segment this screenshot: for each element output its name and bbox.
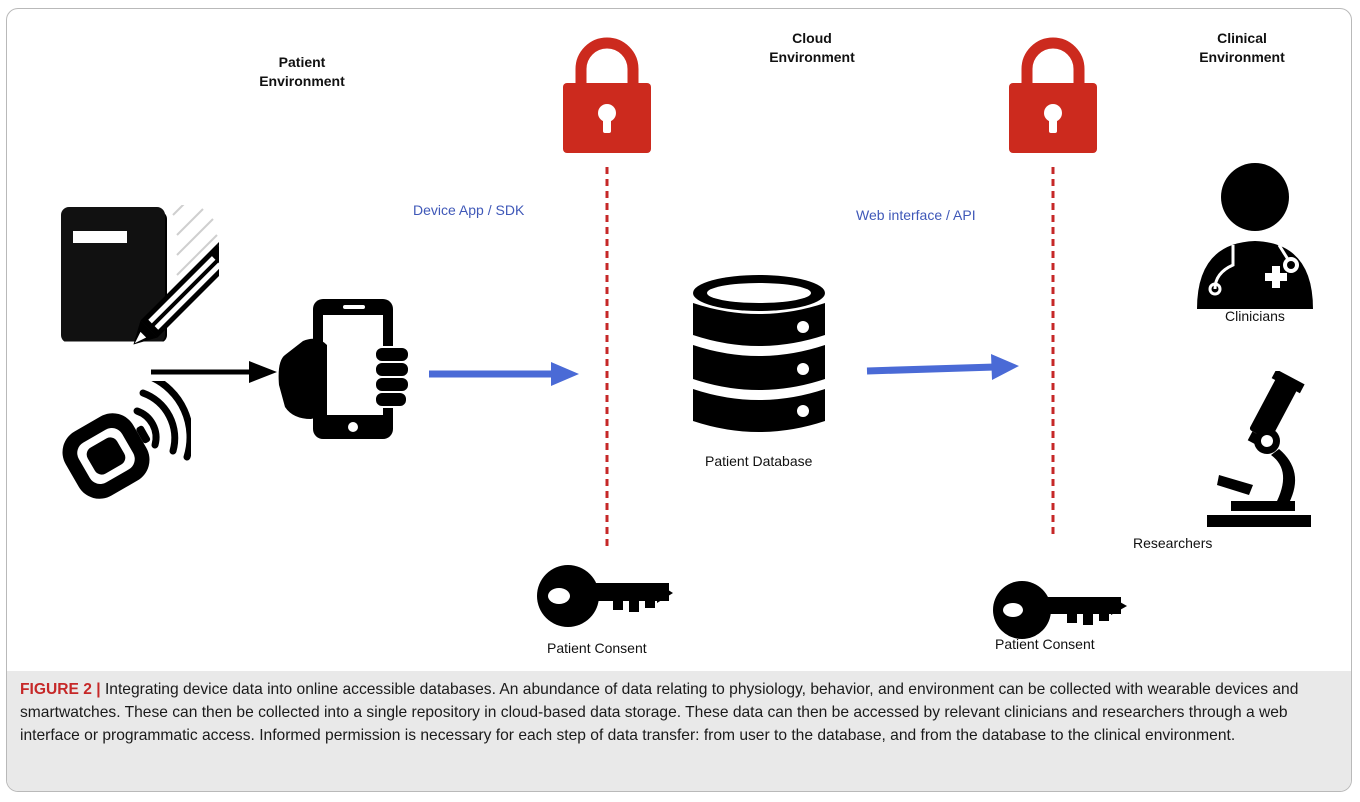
key-icon	[993, 581, 1127, 639]
caption-text: Integrating device data into online acce…	[20, 681, 1299, 745]
patient-database-label: Patient Database	[705, 453, 813, 469]
web-flow-arrow	[866, 354, 1019, 380]
database-icon	[693, 275, 825, 432]
patient-environment-label: Patient Environment	[259, 54, 345, 89]
patient-consent-label: Patient Consent	[995, 636, 1095, 652]
security-boundary-line	[605, 167, 609, 547]
device-app-sdk-label: Device App / SDK	[413, 202, 525, 218]
caption-band: FIGURE 2 | Integrating device data into …	[7, 671, 1351, 791]
cloud-environment-label: Cloud Environment	[769, 30, 855, 65]
figure-frame: Patient Environment Cloud Environment Cl…	[6, 8, 1352, 792]
smartwatch-icon	[62, 381, 191, 499]
researchers-label: Researchers	[1133, 535, 1213, 551]
microscope-icon	[1207, 371, 1311, 527]
key-icon	[537, 565, 673, 627]
lock-icon	[563, 37, 651, 153]
security-boundary-line	[1051, 167, 1055, 537]
data-input-arrow	[151, 361, 277, 383]
phone-in-hand-icon	[278, 299, 410, 439]
doctor-icon	[1197, 163, 1313, 309]
notebook-pencil-icon	[61, 205, 219, 345]
device-flow-arrow	[429, 362, 579, 386]
lock-icon	[1009, 37, 1097, 153]
web-interface-api-label: Web interface / API	[856, 207, 976, 223]
figure-caption: FIGURE 2 | Integrating device data into …	[20, 678, 1338, 748]
clinicians-label: Clinicians	[1225, 308, 1285, 324]
figure-label: FIGURE 2 |	[20, 681, 101, 698]
patient-consent-label: Patient Consent	[547, 640, 647, 656]
clinical-environment-label: Clinical Environment	[1199, 30, 1285, 65]
